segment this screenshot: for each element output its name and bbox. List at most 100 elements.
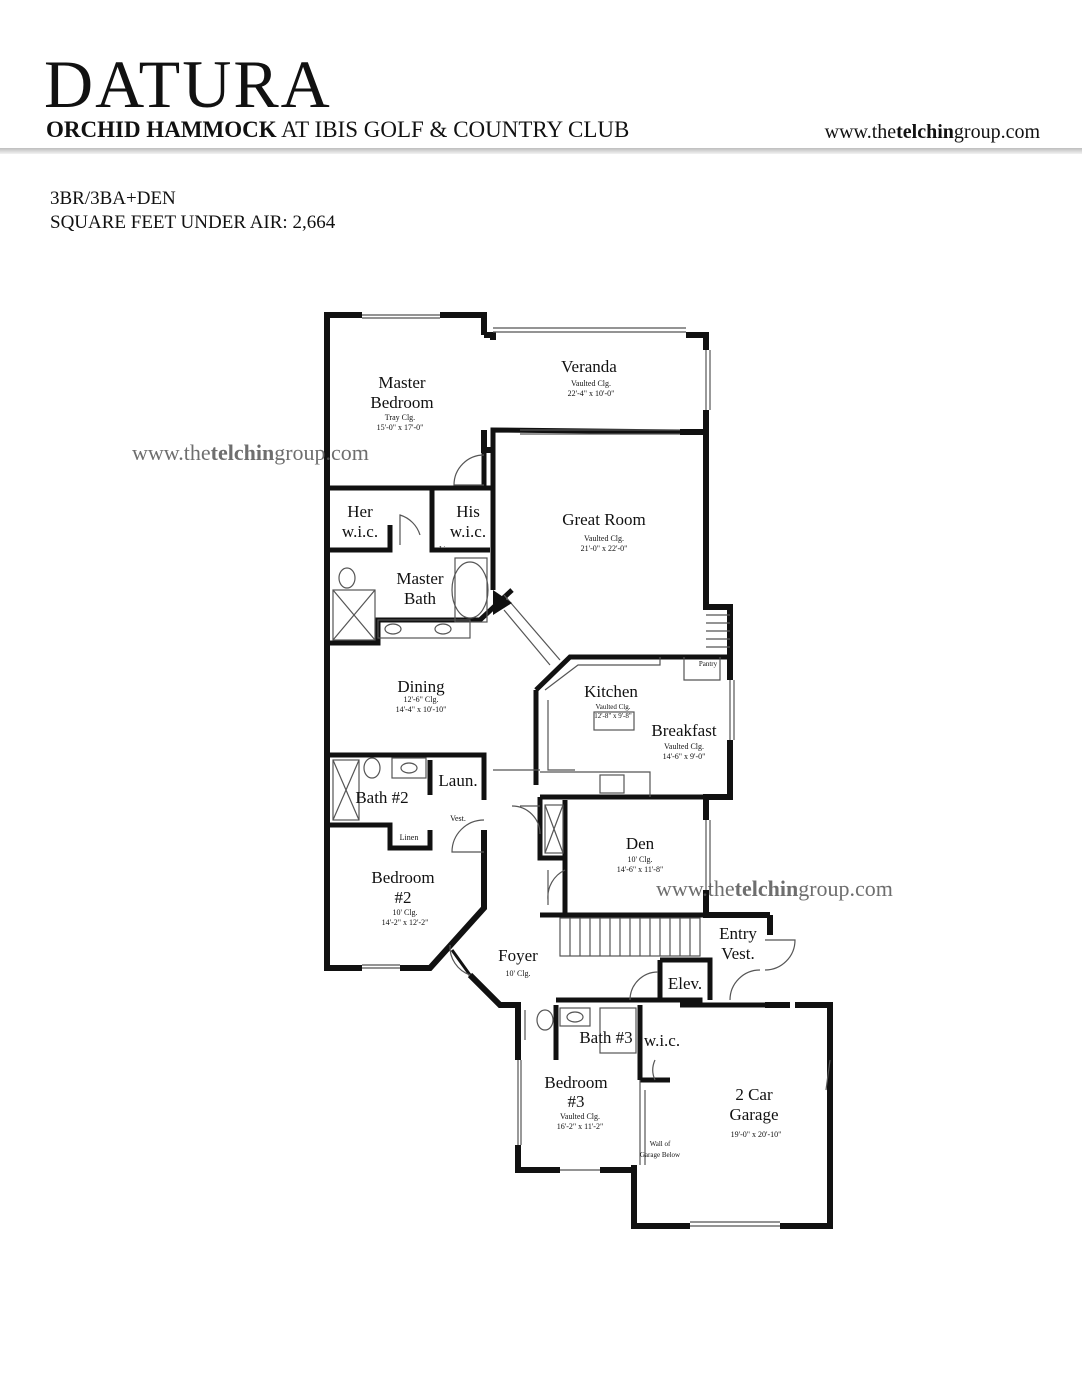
garage-dim: 19'-0" x 20'-10" — [731, 1130, 782, 1139]
watermark-upper-pre: www.the — [132, 440, 211, 465]
bath2-north — [327, 752, 487, 800]
website-link[interactable]: www.thetelchingroup.com — [825, 122, 1040, 142]
plan-title: DATURA — [44, 46, 332, 122]
bedroom2-name1: Bedroom — [371, 868, 434, 887]
plan-info: 3BR/3BA+DEN SQUARE FEET UNDER AIR: 2,664 — [50, 187, 335, 235]
foyer-clg: 10' Clg. — [506, 969, 531, 978]
kitchen-dim: 12'-8" x 9'-8" — [594, 712, 632, 720]
master-bedroom-clg: Tray Clg. — [385, 413, 415, 422]
closet-wall — [537, 797, 565, 861]
pantry-label: Pantry — [699, 660, 718, 668]
website-pre: www.the — [824, 121, 897, 143]
laun-name: Laun. — [438, 771, 477, 790]
bedroom3-name1: Bedroom — [544, 1073, 607, 1092]
bedroom3-name2: #3 — [568, 1092, 585, 1111]
master-north-wall — [440, 312, 487, 335]
room-labels: Veranda Vaulted Clg. 22'-4" x 10'-0" Mas… — [342, 357, 781, 1159]
interior-walls — [327, 427, 765, 1083]
watermark-upper: www.thetelchingroup.com — [132, 440, 369, 466]
den-name: Den — [626, 834, 655, 853]
master-bedroom-name2: Bedroom — [370, 393, 433, 412]
kitchen-clg: Vaulted Clg. — [596, 703, 631, 711]
bed-bath-count: 3BR/3BA+DEN — [50, 188, 176, 209]
veranda-east-low — [680, 410, 709, 435]
elev-name: Elev. — [668, 974, 702, 993]
veranda-west — [484, 332, 496, 340]
website-post: group.com — [953, 121, 1040, 143]
bath3-name: Bath #3 — [579, 1028, 632, 1047]
watermark-upper-bold: telchin — [210, 440, 275, 465]
bedroom2-angle — [400, 830, 487, 971]
veranda-clg: Vaulted Clg. — [571, 379, 611, 388]
bedroom3-clg: Vaulted Clg. — [560, 1112, 600, 1121]
his-wic-name2: w.i.c. — [450, 522, 486, 541]
garage-south — [631, 1165, 690, 1229]
bedroom2-dim: 14'-2" x 12'-2" — [382, 918, 429, 927]
wic-name: w.i.c. — [644, 1031, 680, 1050]
watermark-lower-bold: telchin — [734, 876, 799, 901]
her-wic-name2: w.i.c. — [342, 522, 378, 541]
her-wic-name1: Her — [347, 502, 373, 521]
dining-dim: 14'-4" x 10'-10" — [396, 705, 447, 714]
bath3-north — [556, 997, 703, 1005]
garage-name2: Garage — [729, 1105, 778, 1124]
great-room-north — [481, 427, 681, 491]
his-wic-name1: His — [456, 502, 480, 521]
dining-name: Dining — [397, 677, 445, 696]
bedroom3-dim: 16'-2" x 11'-2" — [557, 1122, 603, 1131]
header-rule — [0, 148, 1082, 154]
watermark-lower-post: group.com — [798, 876, 893, 901]
kitchen-north — [534, 654, 730, 692]
den-dim: 14'-6" x 11'-8" — [617, 865, 663, 874]
stairs — [559, 917, 701, 957]
den-clg: 10' Clg. — [628, 855, 653, 864]
website-bold: telchin — [896, 121, 954, 143]
bed3-west — [467, 972, 521, 1060]
breakfast-dim: 14'-6" x 9'-0" — [663, 752, 706, 761]
master-bedroom-dim: 15'-0" x 17'-0" — [377, 423, 424, 432]
breakfast-clg: Vaulted Clg. — [664, 742, 704, 751]
great-room-clg: Vaulted Clg. — [584, 534, 624, 543]
entry-vest-name2: Vest. — [721, 944, 755, 963]
bed3-south-b — [515, 1145, 560, 1173]
subtitle-rest: AT IBIS GOLF & COUNTRY CLUB — [276, 117, 630, 142]
vest-label: Vest. — [450, 814, 466, 823]
entry-vest-name1: Entry — [719, 924, 757, 943]
garage-name1: 2 Car — [735, 1085, 773, 1104]
watermark-lower-pre: www.the — [656, 876, 735, 901]
dining-clg: 12'-6" Clg. — [404, 695, 439, 704]
great-room-dim: 21'-0" x 22'-0" — [581, 544, 628, 553]
column-block — [493, 590, 512, 615]
wall-note-line1: Wall of — [650, 1140, 671, 1148]
his-wic-wall — [429, 488, 490, 553]
great-room-east — [703, 432, 733, 680]
great-room-steps — [706, 614, 730, 648]
master-bedroom-name1: Master — [378, 373, 426, 392]
veranda-east — [686, 332, 709, 350]
watermark-lower: www.thetelchingroup.com — [656, 876, 893, 902]
bed3-south-a — [600, 1165, 637, 1173]
kitchen-name: Kitchen — [584, 682, 638, 701]
lin-label: Lin — [439, 545, 449, 553]
master-bath-name1: Master — [396, 569, 444, 588]
bath2-name: Bath #2 — [355, 788, 408, 807]
elev-box — [660, 957, 713, 1000]
foyer-angle — [450, 949, 472, 976]
garage-east — [780, 1002, 833, 1229]
community-subtitle: ORCHID HAMMOCK AT IBIS GOLF & COUNTRY CL… — [46, 118, 629, 141]
foyer-name: Foyer — [498, 946, 538, 965]
wall-note-line2: Garage Below — [640, 1151, 681, 1159]
bedroom2-name2: #2 — [395, 888, 412, 907]
great-room-name: Great Room — [562, 510, 646, 529]
subtitle-bold: ORCHID HAMMOCK — [46, 117, 277, 142]
watermark-upper-post: group.com — [274, 440, 369, 465]
linen-label: Linen — [400, 833, 419, 842]
breakfast-east — [703, 740, 733, 820]
master-bath-name2: Bath — [404, 589, 437, 608]
veranda-name: Veranda — [561, 357, 617, 376]
veranda-dim: 22'-4" x 10'-0" — [568, 389, 615, 398]
thin-lines — [332, 314, 831, 1227]
square-feet: SQUARE FEET UNDER AIR: 2,664 — [50, 212, 336, 233]
her-wic-wall — [327, 525, 393, 553]
